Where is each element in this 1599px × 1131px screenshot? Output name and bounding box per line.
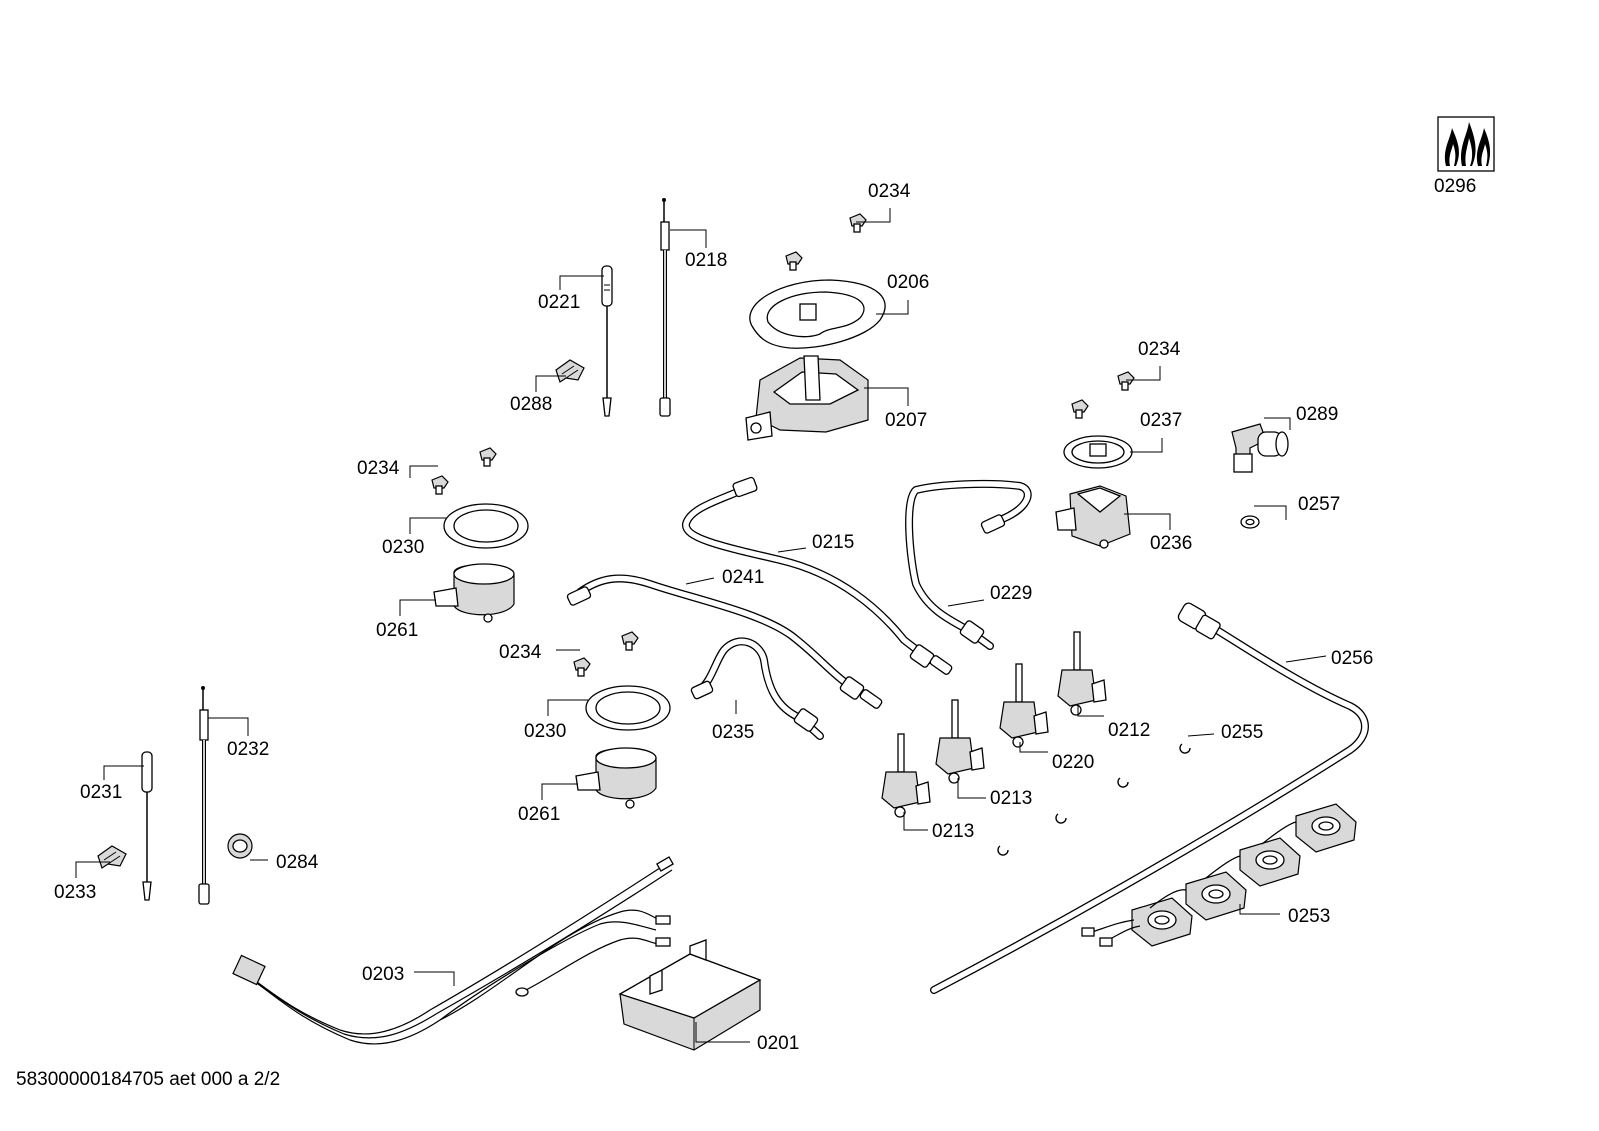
label-0230: 0230 <box>524 721 566 742</box>
screw-0234-top2 <box>785 251 803 271</box>
burner-cup-0261-lower <box>575 747 657 809</box>
label-0215: 0215 <box>812 532 854 553</box>
part-labels: 0296 0234 0218 0206 0221 0288 0207 0234 … <box>54 176 1476 1054</box>
valve-0212 <box>1057 631 1107 716</box>
elbow-connector-0289 <box>1231 423 1289 473</box>
label-0261: 0261 <box>376 620 418 641</box>
valve-0213-upper <box>935 699 985 784</box>
pipe-0256 <box>930 602 1369 994</box>
label-0236: 0236 <box>1150 533 1192 554</box>
wiring-harness-0203 <box>232 856 674 1045</box>
seal-0206 <box>749 279 886 349</box>
screw-0234-left2 <box>479 447 497 467</box>
label-0203: 0203 <box>362 964 404 985</box>
label-0233: 0233 <box>54 882 96 903</box>
label-0256: 0256 <box>1331 648 1373 669</box>
screw-0234-right2 <box>1071 399 1089 419</box>
label-0253: 0253 <box>1288 906 1330 927</box>
clip-0233 <box>97 845 127 869</box>
screw-0234-right <box>1117 371 1135 391</box>
knob-0284 <box>227 833 253 859</box>
label-0234: 0234 <box>499 642 542 663</box>
seal-0230-lower <box>585 685 671 731</box>
ignition-electrode-0231 <box>141 751 153 901</box>
label-0288: 0288 <box>510 394 552 415</box>
screw-0234-top <box>849 213 867 233</box>
clips-0255 <box>997 743 1191 856</box>
ignition-electrode-0221 <box>601 265 613 417</box>
thermocouple-0218 <box>659 198 671 417</box>
seal-0237 <box>1063 435 1133 469</box>
flame-icon <box>1444 122 1491 166</box>
label-0220: 0220 <box>1052 752 1094 773</box>
pipe-0215 <box>682 476 953 675</box>
ignition-switch-strip-0253 <box>1081 803 1357 947</box>
label-0213: 0213 <box>932 821 974 842</box>
label-0235: 0235 <box>712 722 754 743</box>
pipe-0229 <box>905 479 1032 650</box>
gas-flame-symbol <box>1437 116 1495 172</box>
burner-cup-0261-upper <box>433 563 515 623</box>
screw-0234-left <box>431 475 449 495</box>
pipe-0235 <box>690 637 824 740</box>
label-0231: 0231 <box>80 782 122 803</box>
valve-0213-lower <box>881 733 931 818</box>
label-0234: 0234 <box>868 181 911 202</box>
label-0289: 0289 <box>1296 404 1338 425</box>
label-0284: 0284 <box>276 852 319 873</box>
pipe-0241 <box>566 574 883 709</box>
seal-0230-upper <box>443 503 529 549</box>
document-id-footer: 58300000184705 aet 000 a 2/2 <box>16 1069 280 1090</box>
washer-0257 <box>1240 515 1260 529</box>
label-0229: 0229 <box>990 583 1032 604</box>
label-0212: 0212 <box>1108 720 1150 741</box>
clip-0288 <box>555 359 585 383</box>
burner-body-0207 <box>745 355 869 441</box>
label-0218: 0218 <box>685 250 727 271</box>
label-0213: 0213 <box>990 788 1032 809</box>
thermocouple-0232 <box>198 686 210 905</box>
label-0261: 0261 <box>518 804 560 825</box>
leader-lines <box>75 208 1327 1043</box>
label-0257: 0257 <box>1298 494 1340 515</box>
label-0296: 0296 <box>1434 176 1476 197</box>
label-0234: 0234 <box>357 458 400 479</box>
label-0237: 0237 <box>1140 410 1182 431</box>
valve-0220 <box>999 663 1049 748</box>
screw-0234-mid <box>573 657 591 677</box>
label-0230: 0230 <box>382 537 424 558</box>
label-0234: 0234 <box>1138 339 1181 360</box>
label-0232: 0232 <box>227 739 269 760</box>
burner-body-0236 <box>1055 485 1131 549</box>
label-0241: 0241 <box>722 567 764 588</box>
label-0221: 0221 <box>538 292 580 313</box>
label-0201: 0201 <box>757 1033 799 1054</box>
label-0206: 0206 <box>887 272 929 293</box>
screw-0234-mid2 <box>621 631 639 651</box>
label-0255: 0255 <box>1221 722 1263 743</box>
ignition-module-0201 <box>618 939 762 1051</box>
label-0207: 0207 <box>885 410 927 431</box>
